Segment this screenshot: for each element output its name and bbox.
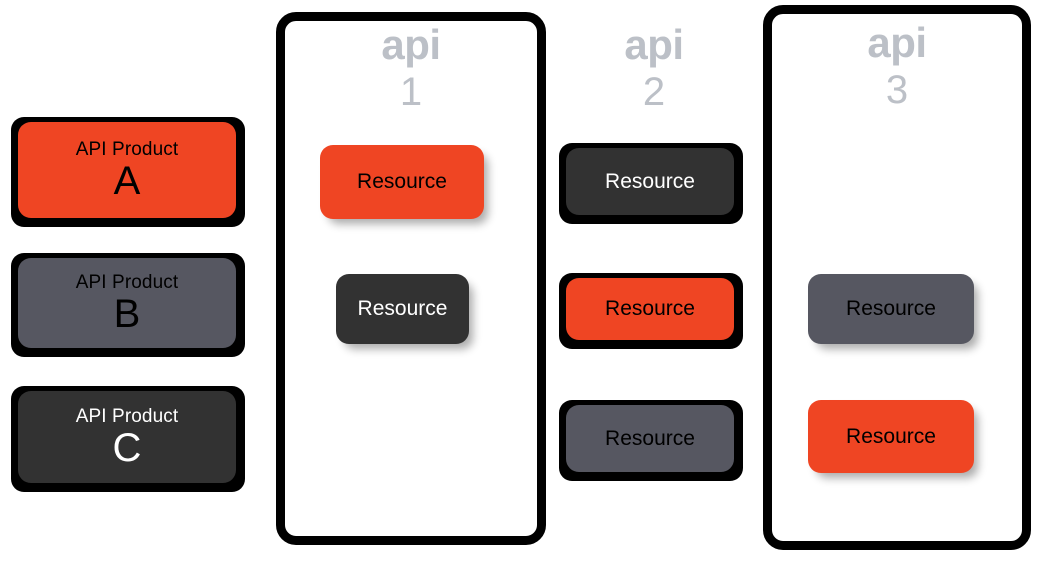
resource-chip-api1-1[interactable]: Resource bbox=[320, 145, 484, 219]
api-product-label: API Product bbox=[75, 405, 179, 427]
resource-label: Resource bbox=[357, 170, 447, 194]
api-product-letter: B bbox=[113, 292, 141, 337]
resource-chip-api2-2[interactable]: Resource bbox=[566, 278, 734, 340]
api-product-card-a[interactable]: API Product A bbox=[18, 122, 236, 218]
api-product-label: API Product bbox=[75, 138, 179, 160]
resource-chip-api2-3[interactable]: Resource bbox=[566, 405, 734, 472]
resource-chip-api1-2[interactable]: Resource bbox=[336, 274, 469, 344]
api-product-label: API Product bbox=[75, 271, 179, 293]
api-heading-2: api 2 bbox=[556, 24, 752, 115]
api-word-label: api bbox=[624, 21, 684, 68]
resource-chip-api2-1[interactable]: Resource bbox=[566, 148, 734, 215]
resource-label: Resource bbox=[846, 297, 936, 321]
resource-label: Resource bbox=[605, 297, 695, 321]
resource-chip-api3-2[interactable]: Resource bbox=[808, 400, 974, 473]
resource-label: Resource bbox=[846, 424, 936, 448]
resource-label: Resource bbox=[357, 297, 448, 321]
resource-label: Resource bbox=[605, 426, 695, 450]
api-product-card-c[interactable]: API Product C bbox=[18, 391, 236, 483]
api-product-letter: C bbox=[112, 426, 142, 471]
api-product-letter: A bbox=[113, 159, 141, 204]
api-number-label: 2 bbox=[642, 70, 666, 114]
resource-label: Resource bbox=[605, 169, 695, 193]
resource-chip-api3-1[interactable]: Resource bbox=[808, 274, 974, 344]
api-product-card-b[interactable]: API Product B bbox=[18, 258, 236, 348]
